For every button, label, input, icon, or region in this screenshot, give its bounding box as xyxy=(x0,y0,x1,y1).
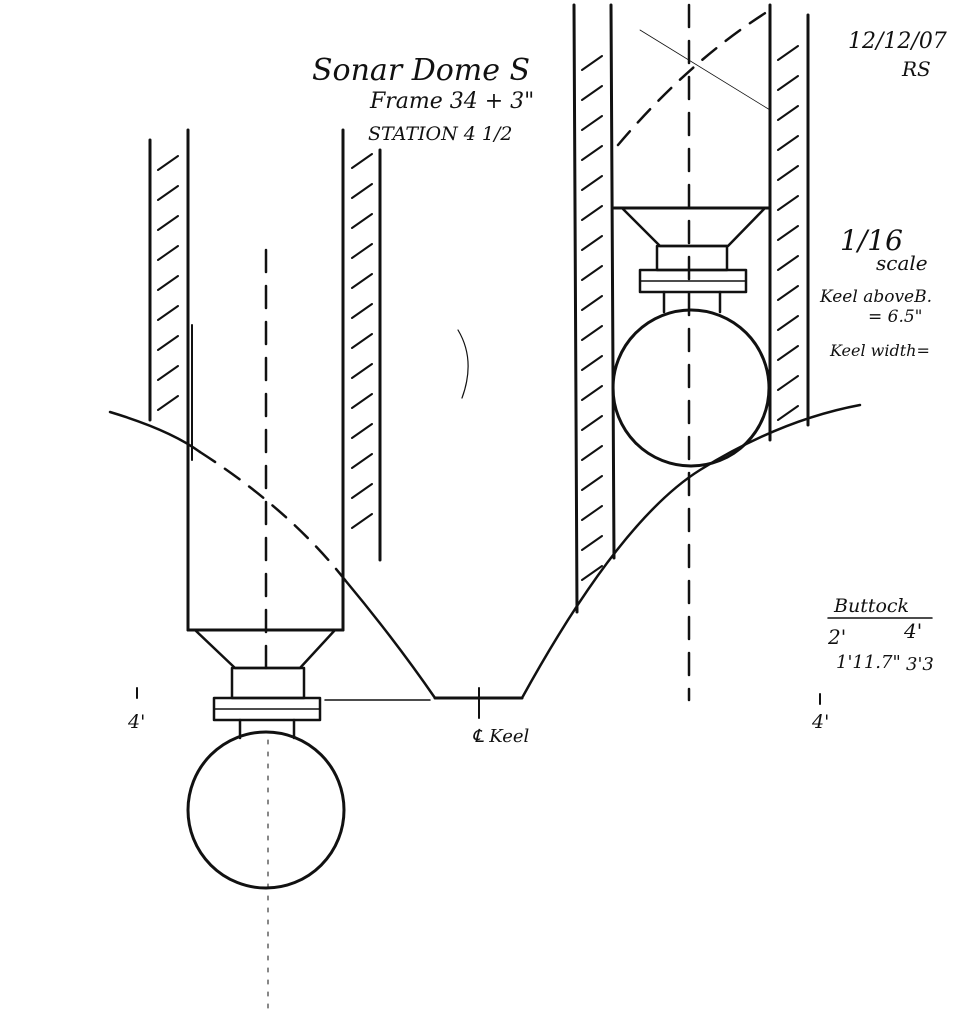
title-block: Sonar Dome S Frame 34 + 3" STATION 4 1/2 xyxy=(312,53,534,145)
left-station-label: 4' xyxy=(127,711,145,733)
buttock-heading: Buttock xyxy=(833,595,909,617)
hull-curve-right xyxy=(520,403,862,700)
buttock-value-4ft: 3'3 xyxy=(906,654,934,675)
faint-arc xyxy=(457,329,469,399)
initials-label: RS xyxy=(901,57,931,81)
hull-curve-left xyxy=(108,410,202,454)
right-sonar-sphere xyxy=(611,308,771,468)
title-line-3: STATION 4 1/2 xyxy=(368,123,512,145)
date-label: 12/12/07 xyxy=(848,29,947,54)
keel-notes: Keel aboveB. = 6.5" Keel width= xyxy=(819,287,932,360)
buttock-column-2ft: 2' xyxy=(827,625,846,649)
scale-note: 1/16 scale xyxy=(840,224,928,275)
keel-centerline-label: ℄ Keel xyxy=(472,726,530,747)
right-hatch xyxy=(581,55,603,581)
right-collar xyxy=(655,244,729,272)
right-funnel xyxy=(620,206,767,248)
left-hatch xyxy=(157,155,179,411)
right-hatch xyxy=(777,45,799,421)
keel-width-label: Keel width= xyxy=(829,341,930,360)
title-line-2: Frame 34 + 3" xyxy=(369,89,534,114)
left-assembly xyxy=(148,128,382,1011)
left-hatch xyxy=(351,153,373,529)
left-collar xyxy=(230,666,306,700)
right-wall-line xyxy=(609,3,616,560)
faint-line xyxy=(639,29,771,111)
buttock-table: Buttock 2' 4' 1'11.7" 3'3 xyxy=(827,595,934,675)
buttock-value-2ft: 1'11.7" xyxy=(836,652,901,673)
scale-value: 1/16 xyxy=(840,224,903,257)
left-sonar-sphere xyxy=(186,730,346,890)
scale-unit: scale xyxy=(876,251,928,275)
hull-curve-hidden xyxy=(198,450,347,582)
buttock-column-4ft: 4' xyxy=(903,619,922,643)
hull-profile xyxy=(108,329,862,719)
right-wall-line xyxy=(572,3,579,614)
right-assembly xyxy=(572,3,810,702)
keel-above-value: = 6.5" xyxy=(868,307,923,327)
right-hidden-curve xyxy=(616,8,772,147)
hull-curve-left-lower xyxy=(343,578,437,700)
keel-above-label: Keel aboveB. xyxy=(819,287,932,307)
right-station-label: 4' xyxy=(811,711,829,733)
title-line-1: Sonar Dome S xyxy=(312,53,530,88)
